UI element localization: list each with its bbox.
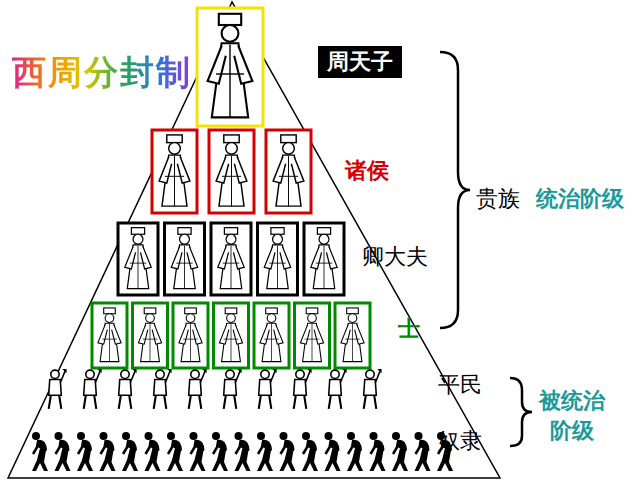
commoner-figure xyxy=(84,369,102,409)
slave-figure xyxy=(235,432,251,471)
diagram-title: 西周分封制 xyxy=(12,52,192,93)
rank-name: 周天子 xyxy=(327,49,393,75)
official-figure xyxy=(208,14,253,118)
noble-brace xyxy=(440,52,470,328)
official-figure xyxy=(171,228,197,289)
rank-label: 奴隶 xyxy=(438,428,482,454)
slave-figure xyxy=(55,432,71,471)
official-figure xyxy=(219,308,242,362)
rank-frame xyxy=(254,303,289,368)
slave-figure xyxy=(370,432,386,471)
slave-figure xyxy=(302,432,318,471)
slave-figure xyxy=(77,432,93,471)
rank-frame xyxy=(173,303,208,368)
rank-frame xyxy=(152,130,197,213)
slave-figure xyxy=(392,432,408,471)
rank-frame xyxy=(211,223,251,295)
slave-figure xyxy=(257,432,273,471)
rank-label: 诸侯 xyxy=(345,158,389,184)
rank-label: 卿大夫 xyxy=(362,244,428,270)
ruled-brace xyxy=(510,378,532,446)
official-figure xyxy=(311,228,337,289)
commoner-figure xyxy=(224,369,242,409)
class-label: 统治阶级 xyxy=(536,186,624,212)
class-label: 被统治阶级 xyxy=(537,386,607,445)
rank-frame xyxy=(197,8,263,126)
commoner-figure xyxy=(189,369,207,409)
rank-frame xyxy=(209,130,254,213)
commoner-figure xyxy=(154,369,172,409)
slave-figure xyxy=(415,432,431,471)
slave-figure xyxy=(325,432,341,471)
commoner-figure xyxy=(329,369,347,409)
official-figure xyxy=(273,135,304,206)
official-figure xyxy=(260,308,283,362)
slave-figure xyxy=(145,432,161,471)
rank-frame xyxy=(118,223,158,295)
pyramid-outline xyxy=(8,2,500,478)
rank-frame xyxy=(92,303,127,368)
official-figure xyxy=(159,135,190,206)
commoner-figure xyxy=(119,369,137,409)
slave-figure xyxy=(212,432,228,471)
rank-frame xyxy=(133,303,168,368)
official-figure xyxy=(138,308,161,362)
official-figure xyxy=(300,308,323,362)
commoner-figure xyxy=(49,369,67,409)
official-figure xyxy=(216,135,247,206)
slave-figure xyxy=(32,432,48,471)
commoner-figure xyxy=(259,369,277,409)
rank-frame xyxy=(258,223,298,295)
rank-label: 平民 xyxy=(438,372,482,398)
rank-frame xyxy=(335,303,370,368)
official-figure xyxy=(341,308,364,362)
commoner-figure xyxy=(294,369,312,409)
official-figure xyxy=(218,228,244,289)
commoner-figure xyxy=(364,369,382,409)
rank-frame xyxy=(304,223,344,295)
slave-figure xyxy=(190,432,206,471)
slave-figure xyxy=(100,432,116,471)
slave-figure xyxy=(122,432,138,471)
rank-frame xyxy=(214,303,249,368)
rank-frame xyxy=(266,130,311,213)
official-figure xyxy=(125,228,151,289)
slave-figure xyxy=(167,432,183,471)
rank-label: 士 xyxy=(398,316,420,342)
rank-frame xyxy=(295,303,330,368)
rank-frame xyxy=(165,223,205,295)
slave-figure xyxy=(280,432,296,471)
official-figure xyxy=(98,308,121,362)
official-figure xyxy=(179,308,202,362)
official-figure xyxy=(264,228,290,289)
class-label: 贵族 xyxy=(476,186,520,212)
rank-name-box: 周天子 xyxy=(318,46,402,78)
slave-figure xyxy=(347,432,363,471)
